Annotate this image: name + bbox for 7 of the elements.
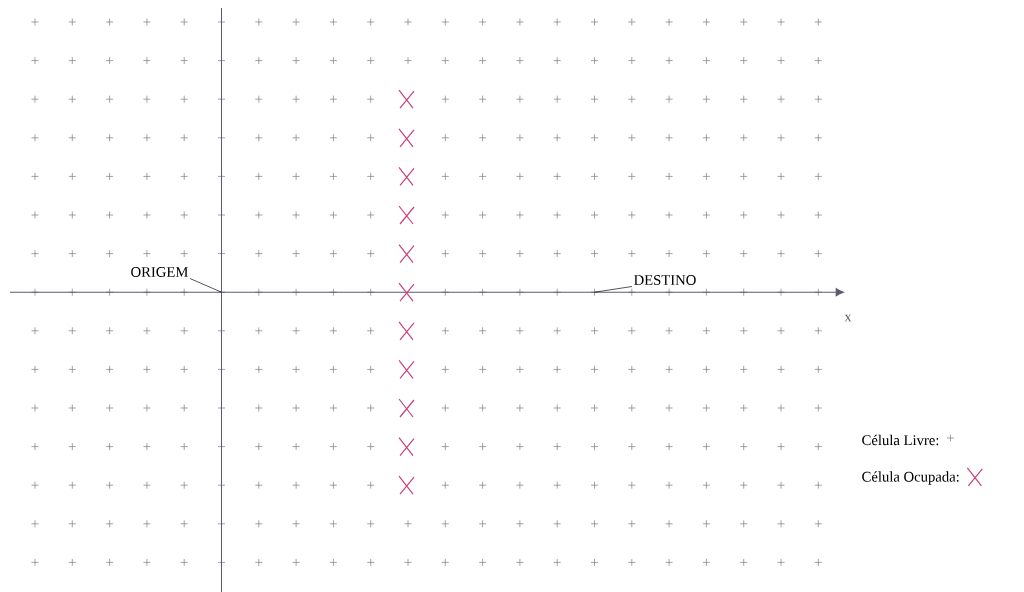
axis-label: x [844,314,852,322]
leader-line [189,278,222,293]
legend-label: Célula Ocupada: [862,471,959,485]
point-label: DESTINO [634,275,696,285]
leader-line [594,286,633,293]
legend-label: Célula Livre: [862,434,939,446]
point-label: ORIGEM [131,267,188,277]
